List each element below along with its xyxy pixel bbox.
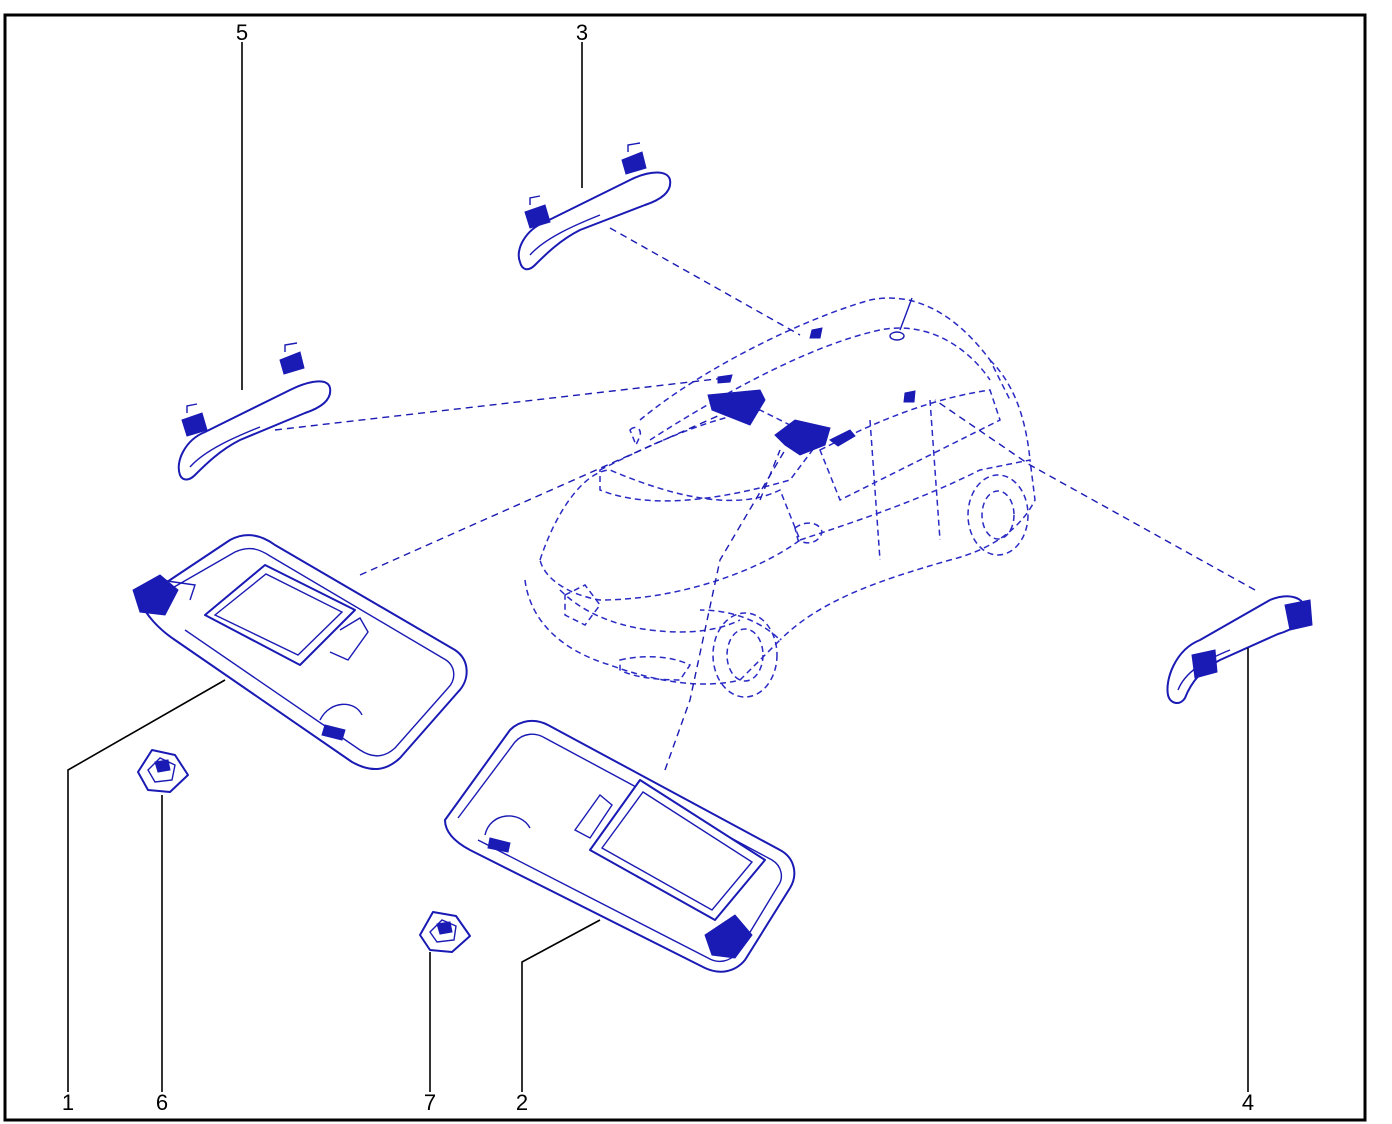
callout-4: 4 [1242, 1090, 1254, 1115]
grab-handle-4 [1166, 595, 1313, 704]
callout-5: 5 [236, 20, 248, 45]
assembly-guide-lines [274, 227, 1256, 771]
callout-1: 1 [62, 1090, 74, 1115]
grab-handle-5 [177, 342, 332, 481]
sun-visor-2 [444, 719, 796, 973]
visor-clip-6 [137, 749, 189, 793]
vehicle-outline [524, 297, 1036, 698]
sun-visor-1 [132, 534, 468, 770]
grab-handle-3 [517, 142, 672, 271]
callout-leaders [67, 42, 1249, 1092]
visor-clip-7 [419, 911, 471, 953]
diagram-border [3, 13, 1367, 1122]
callout-6: 6 [156, 1090, 168, 1115]
callout-7: 7 [424, 1090, 436, 1115]
callout-2: 2 [516, 1090, 528, 1115]
callout-3: 3 [576, 20, 588, 45]
